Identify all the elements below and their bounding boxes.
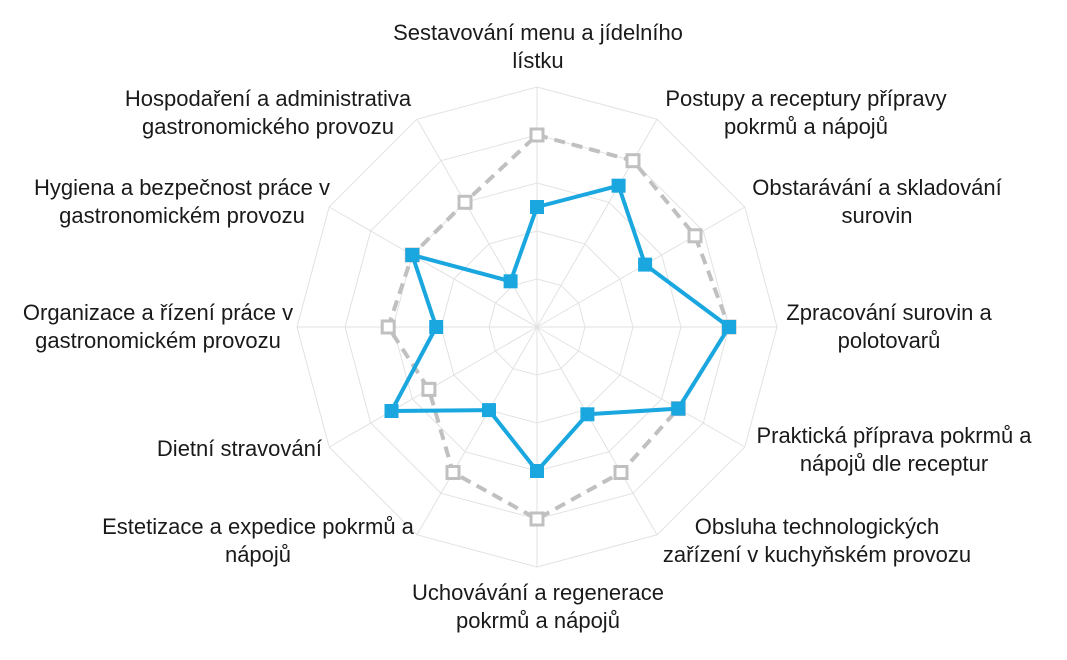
series-layer (380, 127, 737, 527)
series-1-point-10 (429, 320, 444, 334)
axis-label-9: Dietní stravování (157, 436, 322, 461)
series-1-point-5 (671, 401, 686, 416)
series-2-point-1 (529, 127, 545, 143)
spoke-12 (416, 118, 538, 328)
series-1-point-3 (638, 257, 653, 272)
spoke-5 (536, 326, 746, 448)
series-2-point-6 (613, 465, 629, 480)
series-2-point-9 (421, 381, 437, 397)
series-2-point-8 (445, 465, 461, 480)
spoke-6 (536, 326, 658, 536)
series-1-point-1 (530, 200, 544, 214)
series-1-point-4 (722, 320, 736, 334)
series-1-point-8 (482, 403, 496, 418)
series-1 (384, 178, 736, 478)
series-1-point-9 (384, 404, 399, 418)
grid-layer (296, 86, 778, 568)
series-2-point-10 (380, 319, 396, 335)
series-1-point-12 (503, 274, 518, 289)
spoke-11 (328, 206, 538, 328)
series-2-point-2 (625, 153, 641, 169)
series-1-point-2 (611, 178, 626, 193)
series-2-point-7 (529, 511, 545, 527)
series-1-point-11 (405, 248, 420, 262)
series-2-point-3 (687, 228, 703, 244)
series-1-point-6 (580, 407, 595, 422)
series-1-point-7 (530, 464, 544, 478)
spoke-8 (416, 326, 538, 536)
series-2-point-12 (457, 194, 473, 210)
